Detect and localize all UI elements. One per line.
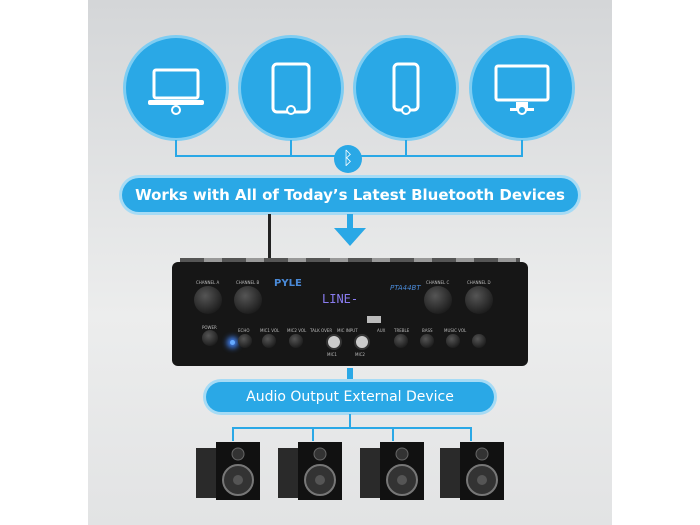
speaker-icon [196, 442, 260, 500]
echo-knob[interactable] [238, 334, 252, 348]
mic1-jack[interactable] [326, 334, 342, 350]
bluetooth-icon: ᛒ [334, 145, 362, 173]
control-label: ECHO [238, 328, 250, 333]
channel-b-knob[interactable] [234, 286, 262, 314]
power-knob[interactable] [202, 330, 218, 346]
control-label: MUSIC VOL [444, 328, 467, 333]
connector-dot [286, 105, 296, 115]
connector-dot [171, 105, 181, 115]
speaker-icon [360, 442, 424, 500]
banner-bluetooth: Works with All of Today’s Latest Bluetoo… [122, 178, 578, 212]
amplifier: CHANNEL A CHANNEL B CHANNEL C CHANNEL D … [172, 262, 528, 366]
control-label: TALK OVER [310, 328, 333, 333]
device-tablet [241, 38, 341, 138]
antenna [268, 214, 271, 270]
control-label: BASS [422, 328, 433, 333]
connector-dot [401, 105, 411, 115]
channel-label: CHANNEL A [196, 280, 220, 285]
connector-dot [517, 105, 527, 115]
control-label: TREBLE [394, 328, 410, 333]
arrow-down-icon [334, 228, 366, 246]
control-label: MIC2 VOL [287, 328, 307, 333]
input-select-knob[interactable] [472, 334, 486, 348]
usb-port [367, 316, 381, 323]
control-label: POWER [202, 325, 217, 330]
device-desktop [472, 38, 572, 138]
mic2-jack[interactable] [354, 334, 370, 350]
bass-knob[interactable] [420, 334, 434, 348]
channel-label: CHANNEL D [467, 280, 491, 285]
channel-c-knob[interactable] [424, 286, 452, 314]
channel-label: CHANNEL B [236, 280, 260, 285]
control-label: MIC1 VOL [260, 328, 280, 333]
model-label: PTA44BT [390, 284, 421, 292]
treble-knob[interactable] [394, 334, 408, 348]
brand-logo: PYLE [274, 278, 302, 289]
banner-audio-output: Audio Output External Device [206, 382, 494, 412]
mic1-vol-knob[interactable] [262, 334, 276, 348]
jack-label: MIC1 [327, 352, 337, 357]
channel-label: CHANNEL C [426, 280, 450, 285]
speaker-icon [278, 442, 342, 500]
laptop-icon [148, 68, 204, 105]
channel-d-knob[interactable] [465, 286, 493, 314]
power-led [230, 340, 235, 345]
jack-label: MIC2 [355, 352, 365, 357]
control-label: MIC INPUT [337, 328, 358, 333]
device-laptop [126, 38, 226, 138]
speaker-icon [440, 442, 504, 500]
channel-a-knob[interactable] [194, 286, 222, 314]
control-label: AUX [377, 328, 386, 333]
music-vol-knob[interactable] [446, 334, 460, 348]
device-smartphone [356, 38, 456, 138]
lcd-display: LINE- [322, 292, 359, 306]
mic2-vol-knob[interactable] [289, 334, 303, 348]
